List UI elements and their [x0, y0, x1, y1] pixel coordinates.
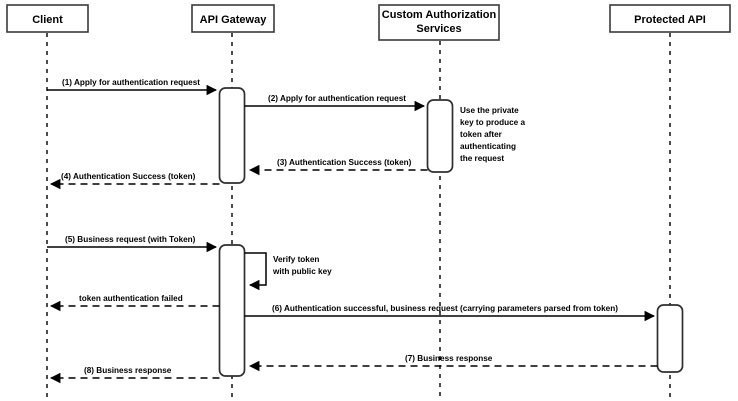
- message-7[interactable]: (7) Business response: [248, 354, 658, 372]
- message-1-label: (1) Apply for authentication request: [62, 78, 200, 87]
- participant-gateway-box[interactable]: [191, 4, 275, 33]
- message-token-auth-failed[interactable]: token authentication failed: [49, 294, 220, 312]
- activation-authsvc[interactable]: [426, 99, 454, 173]
- self-message-label-line-2: with public key: [272, 267, 332, 276]
- participant-authsvc-label-line2: Services: [416, 23, 461, 35]
- self-message-verify-token-arrow[interactable]: [244, 252, 267, 291]
- lifelines-group: [46, 33, 671, 397]
- note-private-key-line-4: authenticating: [460, 142, 516, 151]
- participant-authsvc-label-line1: Custom Authorization: [382, 9, 497, 21]
- message-2[interactable]: (2) Apply for authentication request: [244, 94, 426, 112]
- note-private-key-line-3: token after: [460, 130, 503, 139]
- message-8-label: (8) Business response: [84, 366, 172, 375]
- participant-protected-box[interactable]: [609, 4, 731, 33]
- message-7-label: (7) Business response: [405, 354, 493, 363]
- participant-protected[interactable]: Protected API: [609, 4, 731, 33]
- message-3-label: (3) Authentication Success (token): [277, 158, 412, 167]
- message-3[interactable]: (3) Authentication Success (token): [248, 158, 428, 176]
- message-6-label: (6) Authentication successful, business …: [272, 304, 618, 313]
- participant-authsvc[interactable]: Custom Authorization Services: [378, 4, 500, 41]
- activation-bars: [218, 87, 684, 377]
- message-token-auth-failed-label: token authentication failed: [79, 294, 183, 303]
- message-6[interactable]: (6) Authentication successful, business …: [244, 304, 656, 322]
- message-5-label: (5) Business request (with Token): [65, 235, 196, 244]
- message-1[interactable]: (1) Apply for authentication request: [47, 78, 218, 96]
- note-private-key-line-1: Use the private: [460, 106, 519, 115]
- participant-gateway-label: API Gateway: [200, 14, 268, 26]
- message-5[interactable]: (5) Business request (with Token): [47, 235, 218, 253]
- note-private-key-line-5: the request: [460, 154, 504, 163]
- self-message-verify-token[interactable]: Verify token with public key: [244, 252, 333, 291]
- participant-client-box[interactable]: [6, 4, 89, 33]
- message-2-label: (2) Apply for authentication request: [268, 94, 406, 103]
- participant-gateway[interactable]: API Gateway: [191, 4, 275, 33]
- activation-protected[interactable]: [656, 304, 684, 373]
- message-4-label: (4) Authentication Success (token): [61, 172, 196, 181]
- participant-authsvc-box[interactable]: [378, 4, 500, 41]
- note-private-key: Use the private key to produce a token a…: [460, 106, 526, 163]
- participant-headers: Client API Gateway Custom Authorization …: [6, 4, 731, 41]
- participant-client-label: Client: [32, 14, 63, 26]
- message-4[interactable]: (4) Authentication Success (token): [49, 172, 220, 190]
- message-8[interactable]: (8) Business response: [49, 366, 220, 384]
- participant-client[interactable]: Client: [6, 4, 89, 33]
- activation-gateway-business[interactable]: [218, 244, 246, 377]
- activation-gateway-auth[interactable]: [218, 87, 246, 184]
- participant-protected-label: Protected API: [634, 14, 706, 26]
- note-private-key-line-2: key to produce a: [460, 118, 526, 127]
- self-message-label-line-1: Verify token: [273, 255, 319, 264]
